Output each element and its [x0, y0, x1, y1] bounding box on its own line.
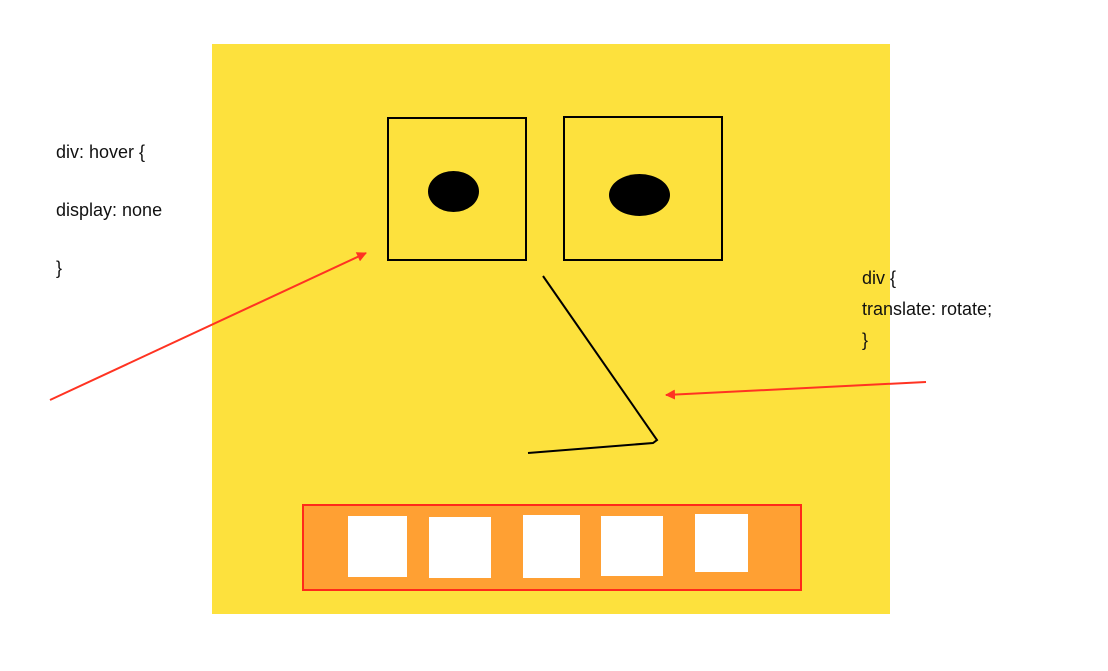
arrow-icon: [665, 381, 927, 400]
right-note-line-1: div {: [862, 268, 897, 288]
tooth: [348, 516, 407, 577]
right-eye-icon: [609, 174, 670, 216]
arrow-icon: [49, 252, 367, 401]
tooth: [695, 514, 748, 572]
right-note-line-3: }: [862, 330, 869, 350]
left-note-line-2: display: none: [56, 200, 163, 220]
tooth: [601, 516, 663, 576]
nose-icon: [527, 275, 659, 454]
mouth-bar: [302, 504, 802, 591]
left-eye-box: [387, 117, 527, 261]
tooth: [429, 517, 491, 578]
left-eye-icon: [428, 171, 479, 212]
left-note-line-3: }: [56, 258, 63, 278]
right-note-line-2: translate: rotate;: [862, 299, 993, 319]
tooth: [523, 515, 580, 578]
right-eye-box: [563, 116, 723, 261]
left-note-line-1: div: hover {: [56, 142, 146, 162]
